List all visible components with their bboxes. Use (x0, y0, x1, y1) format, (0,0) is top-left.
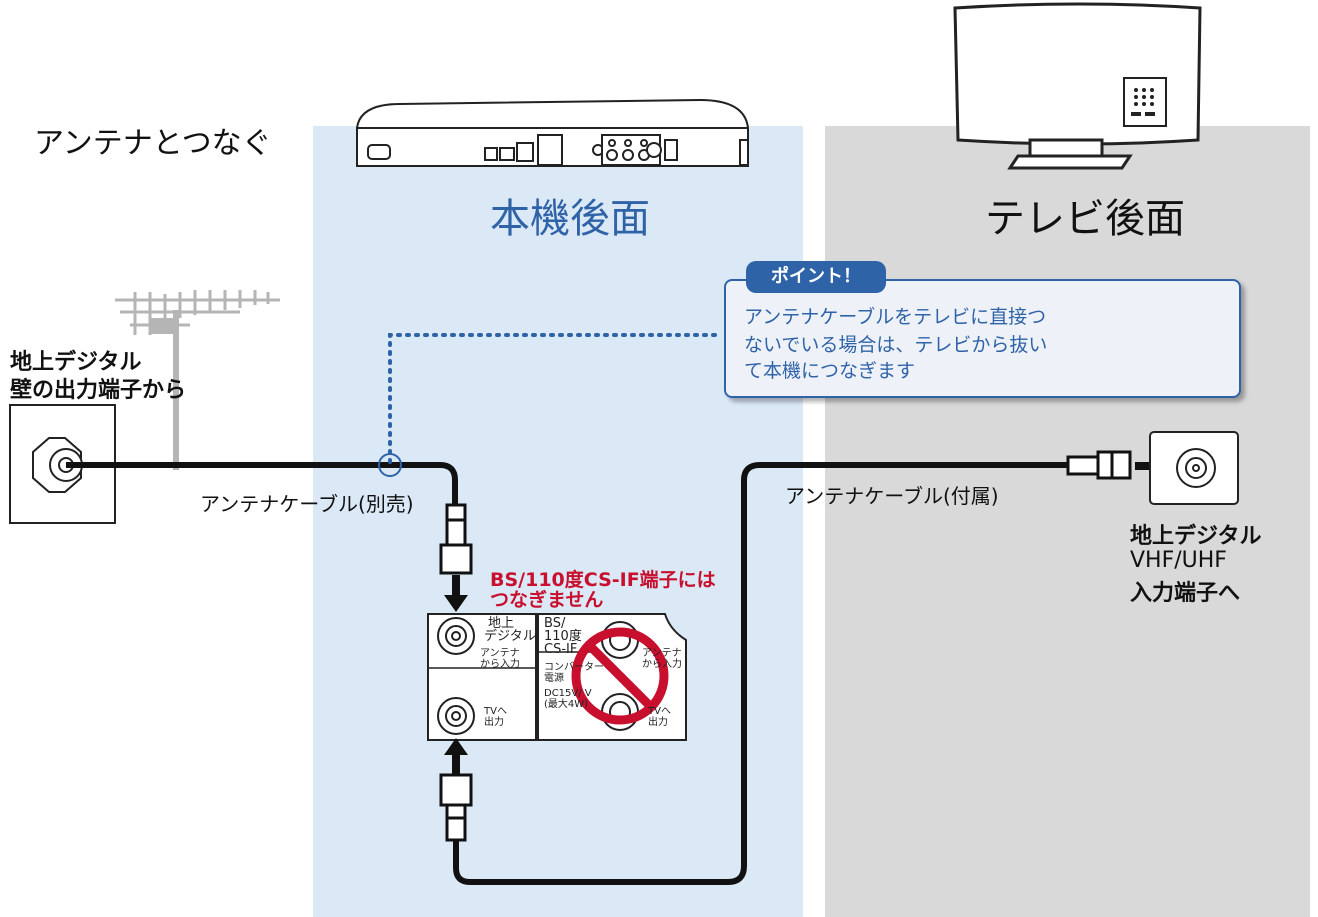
source-label-line1: 地上デジタル (10, 350, 142, 375)
converter-label-line3: DC15V/ V (544, 688, 592, 699)
page-title: アンテナとつなぐ (34, 126, 272, 161)
tv-rear-label: テレビ後面 (985, 196, 1185, 242)
source-label-line2: 壁の出力端子から (10, 378, 187, 403)
bs-label-line3: CS-IF (544, 642, 578, 657)
warning-line2: つなぎません (490, 589, 604, 611)
ant-in-label-line2: から入力 (480, 659, 520, 670)
unit-rear-area (313, 126, 803, 917)
converter-label-line4: (最大4W) (544, 699, 589, 710)
point-text-line2: ないでいる場合は、テレビから抜い (744, 334, 1048, 356)
ant-in-label-line1: アンテナ (480, 648, 520, 659)
terr-label-line1: 地上 (488, 616, 515, 631)
antenna-icon (115, 290, 280, 470)
antenna-terminal-panel (427, 613, 687, 741)
point-text-line1: アンテナケーブルをテレビに直接つ (744, 306, 1047, 328)
bs-ant-label-line1: アンテナ (642, 648, 682, 659)
tv-out-label-line1: TVへ (484, 706, 507, 717)
sold-cable-plug-icon (439, 503, 473, 575)
terr-label-line2: デジタル (484, 629, 536, 644)
included-cable-label: アンテナケーブル(付属) (785, 484, 999, 508)
arrow-down-icon (444, 575, 468, 612)
prohibited-icon (571, 627, 669, 725)
sold-cable-line (66, 462, 458, 505)
tv-input-label-line2: VHF/UHF (1130, 548, 1227, 573)
included-cable-plug-icon (439, 773, 473, 842)
tv-out-label-line2: 出力 (484, 717, 504, 728)
bs-label-line2: 110度 (544, 629, 582, 644)
tv-input-jack-icon (1149, 431, 1239, 505)
warning-line1: BS/110度CS-IF端子には (490, 569, 716, 591)
arrow-up-icon (444, 738, 468, 775)
bs-tv-label-line1: TVへ (648, 706, 671, 717)
bs-label-line1: BS/ (544, 616, 566, 631)
tv-rear-icon (953, 2, 1202, 170)
point-text-line3: て本機につなぎます (744, 360, 916, 382)
converter-label-line1: コンバーター (544, 662, 604, 673)
tv-input-label-line3: 入力端子へ (1130, 581, 1241, 606)
tv-input-label-line1: 地上デジタル (1130, 524, 1262, 549)
dotted-guide-line (388, 333, 724, 464)
converter-label-line2: 電源 (544, 673, 564, 684)
recorder-rear-icon (356, 98, 749, 167)
point-badge: ポイント！ (746, 261, 886, 293)
unit-rear-label: 本機後面 (490, 196, 650, 242)
sold-cable-label: アンテナケーブル(別売) (200, 492, 414, 516)
bs-ant-label-line2: から入力 (642, 659, 682, 670)
included-cable-line (453, 462, 1068, 885)
cable-highlight-marker (378, 453, 402, 477)
point-callout (724, 279, 1241, 398)
bs-tv-label-line2: 出力 (648, 717, 668, 728)
tv-rear-area (825, 126, 1310, 917)
tv-plug-icon (1066, 450, 1132, 480)
